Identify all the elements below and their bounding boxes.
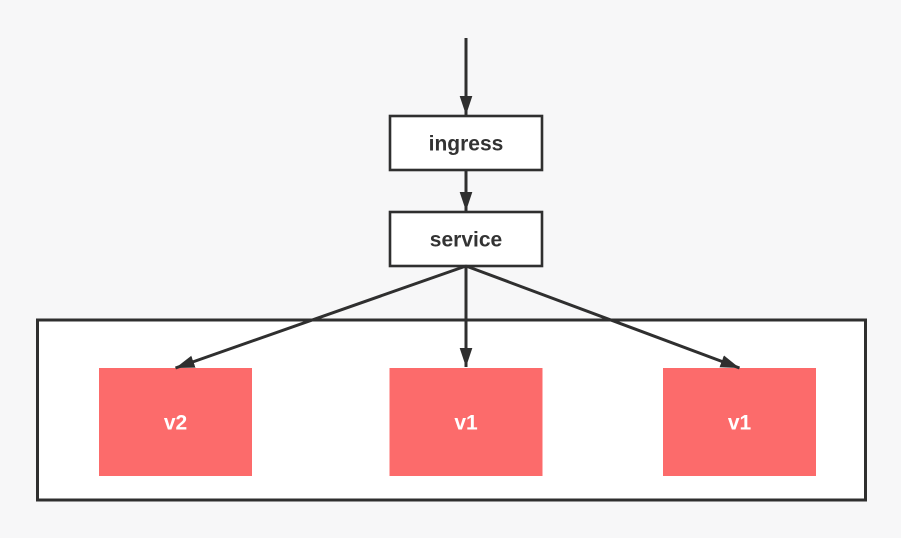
ingress-node-label: ingress — [429, 133, 504, 156]
pod-label-v2: v2 — [164, 412, 187, 435]
pod-box-v2 — [99, 368, 252, 476]
pod-label-v1-right: v1 — [728, 412, 752, 435]
edge-service-to-pod-v2 — [175, 264, 467, 370]
pod-box-v1-middle — [389, 368, 543, 476]
service-node-label: service — [430, 229, 502, 252]
edge-service-to-pod-v1-right — [465, 264, 741, 370]
pod-box-v1-right — [663, 368, 816, 476]
pod-label-v1-middle: v1 — [454, 412, 478, 435]
